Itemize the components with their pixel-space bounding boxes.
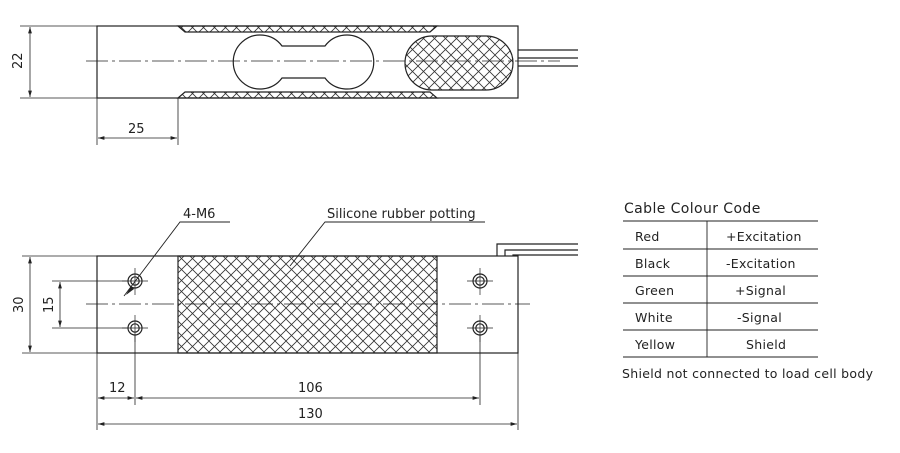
table-cell-colour: Black <box>635 256 671 271</box>
dim-106-label: 106 <box>298 381 323 396</box>
cable-colour-table <box>623 220 818 358</box>
front-view <box>22 221 578 430</box>
top-view-lower-strip <box>176 91 439 99</box>
top-view-potting <box>404 35 514 91</box>
table-cell-colour: Yellow <box>634 337 675 352</box>
potting-callout-leader <box>289 221 485 267</box>
dim-30-label: 30 <box>12 296 27 313</box>
hole-callout-leader <box>123 221 230 297</box>
top-view-cutout <box>232 34 375 90</box>
dim-15-label: 15 <box>42 296 57 313</box>
table-title: Cable Colour Code <box>624 201 761 217</box>
front-view-potting <box>177 255 438 354</box>
table-cell-function: -Signal <box>737 310 782 325</box>
dim-25-label: 25 <box>128 122 145 137</box>
dim-22-label: 22 <box>11 52 26 69</box>
table-note: Shield not connected to load cell body <box>622 366 874 381</box>
top-view <box>20 25 578 145</box>
table-cell-function: -Excitation <box>726 256 796 271</box>
table-cell-function: Shield <box>746 337 786 352</box>
potting-callout-label: Silicone rubber potting <box>327 207 476 222</box>
table-cell-colour: Green <box>635 283 674 298</box>
hole-callout-label: 4-M6 <box>183 207 215 222</box>
top-view-upper-strip <box>176 25 439 33</box>
dim-130-label: 130 <box>298 407 323 422</box>
table-cell-colour: White <box>635 310 673 325</box>
hole-callout-arrow <box>126 286 134 295</box>
dim-12-label: 12 <box>109 381 126 396</box>
table-cell-colour: Red <box>635 229 660 244</box>
table-cell-function: +Signal <box>735 283 786 298</box>
table-cell-function: +Excitation <box>726 229 802 244</box>
front-view-cable <box>496 243 578 256</box>
